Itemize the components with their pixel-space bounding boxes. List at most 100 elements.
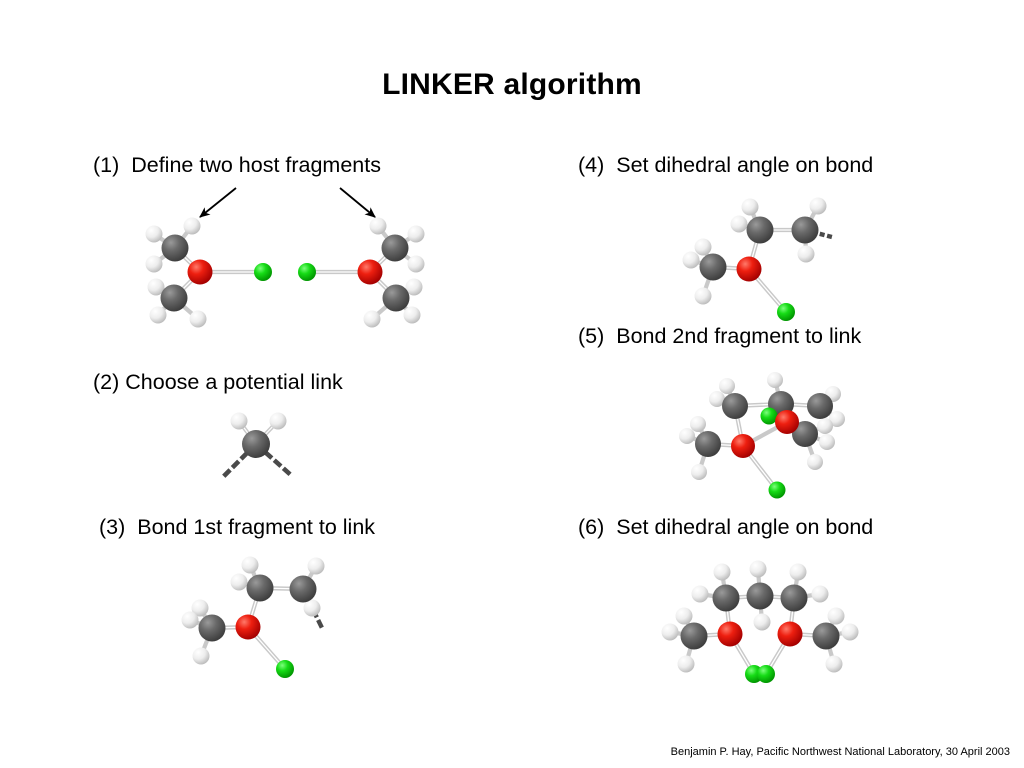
- atom-carbon: [791, 216, 819, 244]
- atom-hydrogen: [807, 454, 823, 470]
- atom-carbon: [242, 430, 270, 458]
- atom-hydrogen: [403, 306, 421, 324]
- atom-hydrogen: [147, 278, 165, 296]
- atom-oxygen: [187, 259, 213, 285]
- atom-hydrogen: [767, 372, 783, 388]
- atom-carbon: [160, 284, 188, 312]
- atom-hydrogen: [230, 412, 248, 430]
- step-label-5: (5) Bond 2nd fragment to link: [578, 324, 862, 348]
- atom-hydrogen: [307, 557, 325, 575]
- atom-oxygen: [717, 621, 743, 647]
- figure-final-dihedral-set: [648, 556, 873, 686]
- figure-first-fragment-bonded: [160, 548, 365, 688]
- atom-hydrogen: [713, 563, 731, 581]
- atom-hydrogen: [694, 238, 712, 256]
- atom-carbon: [246, 574, 274, 602]
- atom-dummy: [768, 481, 786, 499]
- atom-carbon: [807, 393, 833, 419]
- atom-hydrogen: [145, 225, 163, 243]
- figure-two-host-fragments: [130, 186, 440, 351]
- atom-dummy: [757, 665, 775, 683]
- atom-hydrogen: [661, 623, 679, 641]
- atom-carbon: [680, 622, 708, 650]
- atom-carbon: [382, 284, 410, 312]
- atom-hydrogen: [192, 647, 210, 665]
- atom-hydrogen: [677, 655, 695, 673]
- atom-hydrogen: [407, 255, 425, 273]
- annotation-arrow-left: [199, 187, 237, 218]
- atom-hydrogen: [709, 391, 725, 407]
- atom-hydrogen: [827, 607, 845, 625]
- atom-dummy: [298, 263, 316, 281]
- atom-hydrogen: [694, 287, 712, 305]
- atom-hydrogen: [691, 464, 707, 480]
- figure-potential-link-ch2: [208, 406, 318, 491]
- footer-attribution: Benjamin P. Hay, Pacific Northwest Natio…: [670, 746, 1010, 758]
- atom-hydrogen: [230, 573, 248, 591]
- atom-carbon: [381, 234, 409, 262]
- atom-hydrogen: [675, 607, 693, 625]
- atom-carbon: [289, 575, 317, 603]
- atom-hydrogen: [825, 655, 843, 673]
- atom-hydrogen: [405, 278, 423, 296]
- atom-hydrogen: [181, 611, 199, 629]
- atom-oxygen: [731, 434, 755, 458]
- atom-hydrogen: [363, 310, 381, 328]
- atom-hydrogen: [817, 418, 833, 434]
- atom-hydrogen: [811, 585, 829, 603]
- atom-hydrogen: [741, 198, 759, 216]
- atom-hydrogen: [753, 613, 771, 631]
- step-label-3: (3) Bond 1st fragment to link: [99, 515, 376, 539]
- atom-oxygen: [235, 614, 261, 640]
- atom-carbon: [712, 584, 740, 612]
- atom-carbon: [780, 584, 808, 612]
- atom-dummy: [777, 303, 795, 321]
- step-label-2: (2) Choose a potential link: [93, 370, 343, 394]
- atom-hydrogen: [679, 428, 695, 444]
- atom-hydrogen: [730, 215, 748, 233]
- atom-hydrogen: [819, 434, 835, 450]
- atom-hydrogen: [191, 599, 209, 617]
- atom-hydrogen: [189, 310, 207, 328]
- atom-hydrogen: [809, 197, 827, 215]
- atom-hydrogen: [369, 217, 387, 235]
- atom-oxygen: [777, 621, 803, 647]
- atom-oxygen: [775, 410, 799, 434]
- atom-hydrogen: [241, 556, 259, 574]
- atom-hydrogen: [789, 563, 807, 581]
- atom-hydrogen: [145, 255, 163, 273]
- atom-hydrogen: [269, 412, 287, 430]
- figure-second-fragment-bonded: [665, 364, 865, 504]
- atom-hydrogen: [682, 251, 700, 269]
- annotation-arrow-right: [339, 187, 376, 218]
- atom-hydrogen: [149, 306, 167, 324]
- atom-carbon: [161, 234, 189, 262]
- atom-dummy: [276, 660, 294, 678]
- atom-carbon: [198, 614, 226, 642]
- atom-carbon: [722, 393, 748, 419]
- page-title: LINKER algorithm: [382, 68, 642, 101]
- atom-hydrogen: [749, 560, 767, 578]
- step-label-4: (4) Set dihedral angle on bond: [578, 153, 874, 177]
- atom-hydrogen: [719, 378, 735, 394]
- atom-hydrogen: [407, 225, 425, 243]
- figure-dihedral-set-on-bond: [672, 192, 857, 322]
- atom-hydrogen: [829, 411, 845, 427]
- atom-dummy: [254, 263, 272, 281]
- atom-hydrogen: [691, 585, 709, 603]
- atom-carbon: [746, 582, 774, 610]
- step-label-6: (6) Set dihedral angle on bond: [578, 515, 874, 539]
- atom-hydrogen: [303, 599, 321, 617]
- atom-oxygen: [357, 259, 383, 285]
- atom-carbon: [699, 253, 727, 281]
- atom-hydrogen: [690, 416, 706, 432]
- atom-dummy: [760, 407, 778, 425]
- atom-hydrogen: [183, 217, 201, 235]
- atom-hydrogen: [841, 623, 859, 641]
- atom-carbon: [812, 622, 840, 650]
- atom-carbon: [695, 431, 721, 457]
- atom-carbon: [792, 421, 818, 447]
- atom-oxygen: [736, 256, 762, 282]
- step-label-1: (1) Define two host fragments: [93, 153, 381, 177]
